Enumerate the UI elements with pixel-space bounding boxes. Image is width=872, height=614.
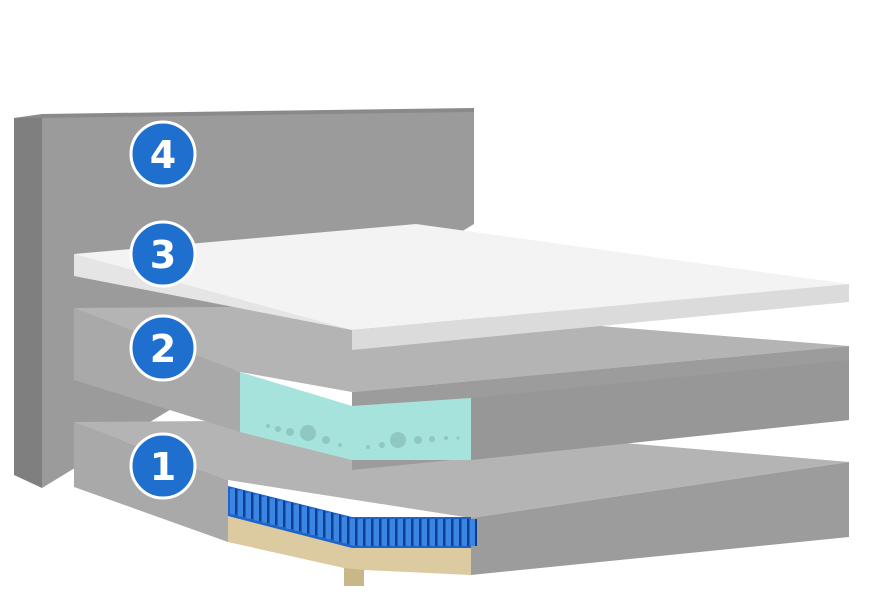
badge-number-1: 1 [150, 445, 176, 489]
coil-spring [454, 519, 460, 546]
badge-layer-4: 4 [129, 120, 197, 188]
base2-top-surface [74, 306, 849, 392]
coil-spring-shadow [347, 516, 349, 544]
coil-spring-shadow [459, 519, 461, 546]
coil-spring [230, 488, 236, 515]
coil-spring-shadow [371, 519, 373, 546]
headboard-side [14, 118, 42, 488]
coil-spring [302, 506, 308, 534]
coil-spring [374, 519, 380, 546]
coil-spring [462, 519, 468, 546]
coil-spring [318, 510, 324, 538]
coil-spring [286, 502, 292, 529]
coil-spring-shadow [291, 502, 293, 529]
coil-spring-shadow [443, 519, 445, 546]
coil-spring-shadow [251, 492, 253, 519]
base2-front-face-right [471, 360, 849, 460]
coil-spring [350, 518, 356, 546]
coil-spring [238, 490, 244, 517]
coil-spring [342, 516, 348, 544]
base1-front-face [471, 462, 849, 575]
coil-spring-shadow [323, 510, 325, 538]
pocket-coil-base-layer [74, 420, 849, 586]
coil-spring-shadow [307, 506, 309, 534]
foundation-leg-shade [344, 568, 364, 586]
coil-spring-shadow [315, 508, 317, 536]
coil-spring [382, 519, 388, 546]
coil-spring [334, 514, 340, 542]
badge-layer-3: 3 [129, 220, 197, 288]
coil-spring [422, 519, 428, 546]
base1-top-surface [74, 420, 849, 518]
coil-spring [430, 519, 436, 546]
topper-front-edge [352, 284, 849, 350]
coil-spring-shadow [331, 512, 333, 540]
pocket-coils [230, 488, 477, 546]
coil-spring-shadow [363, 519, 365, 546]
coil-spring-shadow [411, 519, 413, 546]
coil-spring [398, 519, 404, 546]
coil-spring [414, 519, 420, 546]
coil-spring [262, 496, 268, 523]
badge-number-2: 2 [150, 327, 176, 371]
coil-spring [326, 512, 332, 540]
coil-spring-shadow [403, 519, 405, 546]
coil-spring-shadow [259, 494, 261, 521]
coil-spring-shadow [379, 519, 381, 546]
coil-spring-shadow [395, 519, 397, 546]
coil-spring [278, 500, 284, 527]
coil-spring-shadow [435, 519, 437, 546]
coil-spring [358, 519, 364, 546]
coil-spring [390, 519, 396, 546]
coil-spring-shadow [355, 518, 357, 546]
coil-spring-shadow [275, 498, 277, 525]
badge-number-4: 4 [150, 133, 176, 177]
gel-bubbles [266, 424, 460, 449]
coil-spring [446, 519, 452, 546]
badge-number-3: 3 [150, 233, 176, 277]
coil-spring-shadow [235, 488, 237, 515]
coil-spring-shadow [451, 519, 453, 546]
coil-spring-shadow [467, 519, 469, 546]
coil-spring-shadow [427, 519, 429, 546]
headboard-top-edge [14, 108, 474, 118]
coil-spring-shadow [243, 490, 245, 517]
coil-spring-shadow [419, 519, 421, 546]
coil-spring-shadow [283, 500, 285, 527]
coil-spring [470, 519, 476, 546]
coil-spring [294, 504, 300, 532]
coil-spring [254, 494, 260, 521]
coil-spring [246, 492, 252, 519]
coil-spring-shadow [339, 514, 341, 542]
coil-spring [406, 519, 412, 546]
coil-spring [438, 519, 444, 546]
topper-top-surface [74, 224, 849, 330]
badge-layer-1: 1 [129, 432, 197, 500]
coil-spring-shadow [475, 519, 477, 546]
coil-spring-shadow [387, 519, 389, 546]
coil-spring [270, 498, 276, 525]
gel-foam-block [240, 372, 471, 460]
coil-spring [366, 519, 372, 546]
coil-spring [310, 508, 316, 536]
coil-spring-shadow [299, 504, 301, 532]
coil-spring-shadow [267, 496, 269, 523]
badge-layer-2: 2 [129, 314, 197, 382]
